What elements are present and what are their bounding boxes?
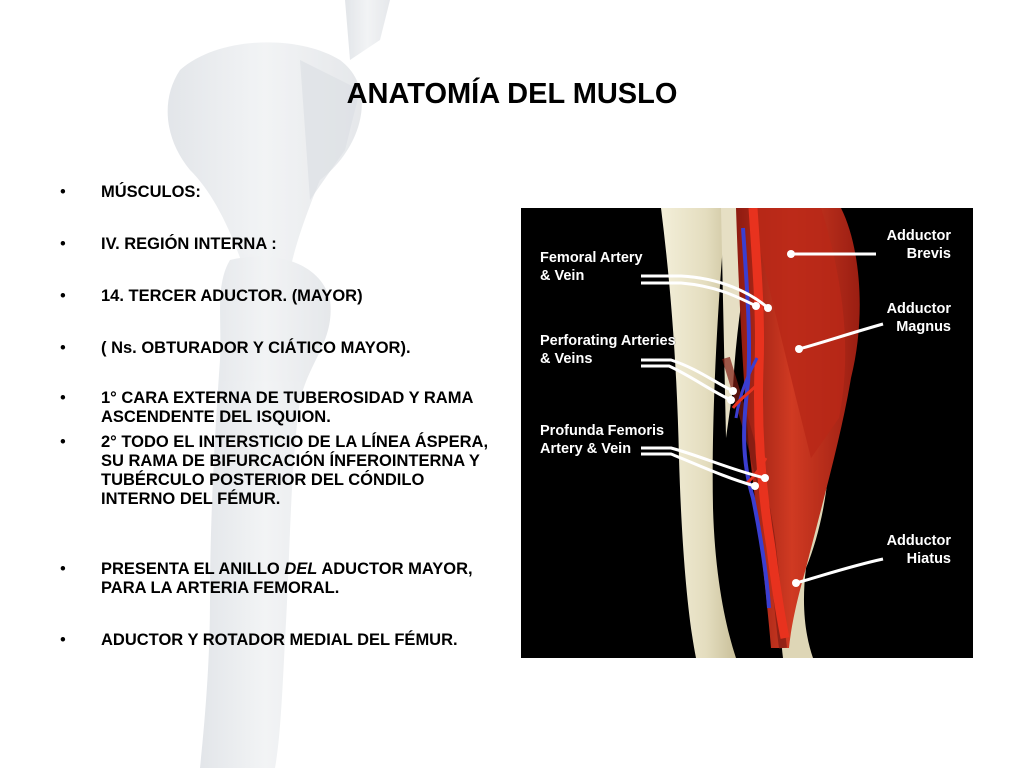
label-line: Adductor bbox=[886, 533, 951, 549]
bullet-glyph: • bbox=[60, 339, 66, 357]
thigh-anatomy-illustration bbox=[641, 208, 884, 658]
bullet-item: • IV. REGIÓN INTERNA : bbox=[60, 235, 501, 254]
bullet-text: ADUCTOR Y ROTADOR MEDIAL DEL FÉMUR. bbox=[101, 631, 458, 649]
label-line: Perforating Arteries bbox=[540, 333, 676, 349]
label-line: Adductor bbox=[886, 301, 951, 317]
bullet-text-before: PRESENTA EL ANILLO bbox=[101, 560, 285, 578]
bullet-item: • ADUCTOR Y ROTADOR MEDIAL DEL FÉMUR. bbox=[60, 631, 501, 650]
bullet-text: 1° CARA EXTERNA DE TUBEROSIDAD Y RAMA AS… bbox=[101, 389, 473, 426]
label-line: Brevis bbox=[906, 246, 951, 262]
bullet-text: IV. REGIÓN INTERNA : bbox=[101, 235, 277, 253]
label-line: & Veins bbox=[540, 351, 593, 367]
bullet-text: ( Ns. OBTURADOR Y CIÁTICO MAYOR). bbox=[101, 339, 411, 357]
label-adductor-brevis: Adductor Brevis bbox=[887, 227, 951, 263]
label-perforating-arteries-veins: Perforating Arteries & Veins bbox=[540, 332, 676, 368]
bullet-item: • 2° TODO EL INTERSTICIO DE LA LÍNEA ÁSP… bbox=[60, 433, 501, 509]
bullet-text: 14. TERCER ADUCTOR. (MAYOR) bbox=[101, 287, 363, 305]
label-adductor-hiatus: Adductor Hiatus bbox=[887, 532, 951, 568]
bullet-glyph: • bbox=[60, 560, 66, 578]
bullet-text-after: ADUCTOR MAYOR, PARA LA ARTERIA FEMORAL. bbox=[101, 560, 473, 597]
bullet-text: MÚSCULOS: bbox=[101, 183, 201, 201]
bullet-item: • ( Ns. OBTURADOR Y CIÁTICO MAYOR). bbox=[60, 339, 501, 358]
label-line: & Vein bbox=[540, 268, 585, 284]
bullet-glyph: • bbox=[60, 389, 66, 407]
slide-title: ANATOMÍA DEL MUSLO bbox=[346, 78, 678, 110]
bullet-glyph: • bbox=[60, 287, 66, 305]
label-line: Adductor bbox=[886, 228, 951, 244]
bullet-glyph: • bbox=[60, 631, 66, 649]
thigh-anatomy-figure: Femoral Artery & Vein Perforating Arteri… bbox=[521, 208, 973, 658]
bullet-item: • 14. TERCER ADUCTOR. (MAYOR) bbox=[60, 287, 501, 306]
label-profunda-femoris: Profunda Femoris Artery & Vein bbox=[540, 422, 664, 458]
bullet-glyph: • bbox=[60, 183, 66, 201]
bullet-glyph: • bbox=[60, 433, 66, 451]
bullet-list: • MÚSCULOS: • IV. REGIÓN INTERNA : • 14.… bbox=[60, 183, 501, 650]
label-line: Artery & Vein bbox=[540, 441, 632, 457]
bullet-item: • 1° CARA EXTERNA DE TUBEROSIDAD Y RAMA … bbox=[60, 389, 501, 427]
bullet-item: • MÚSCULOS: bbox=[60, 183, 501, 202]
bullet-item: • PRESENTA EL ANILLO DEL ADUCTOR MAYOR, … bbox=[60, 560, 501, 598]
label-femoral-artery-vein: Femoral Artery & Vein bbox=[540, 249, 643, 285]
bullet-text-italic: DEL bbox=[284, 560, 318, 578]
label-line: Femoral Artery bbox=[540, 250, 643, 266]
label-line: Profunda Femoris bbox=[540, 423, 665, 439]
bullet-glyph: • bbox=[60, 235, 66, 253]
bullet-text: 2° TODO EL INTERSTICIO DE LA LÍNEA ÁSPER… bbox=[101, 433, 489, 508]
label-line: Hiatus bbox=[906, 551, 951, 567]
label-adductor-magnus: Adductor Magnus bbox=[887, 300, 951, 336]
label-line: Magnus bbox=[896, 319, 951, 335]
